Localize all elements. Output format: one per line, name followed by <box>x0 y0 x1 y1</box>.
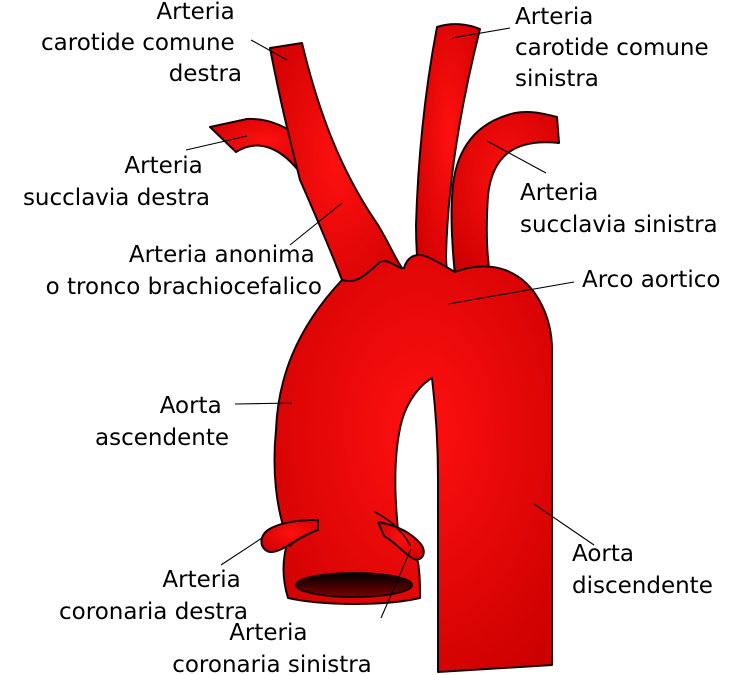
leader-lcca <box>451 27 511 39</box>
left-coronary-artery <box>377 521 425 561</box>
leader-lsa <box>486 140 547 174</box>
left-subclavian-artery <box>450 110 560 276</box>
label-right-coronary: Arteria coronaria destra <box>59 567 248 625</box>
leader-desc <box>533 503 595 546</box>
aortic-root-lumen <box>295 572 413 598</box>
leader-lca <box>380 548 412 619</box>
label-ascending-aorta: Aorta ascendente <box>95 393 229 451</box>
leader-rsa <box>185 135 248 151</box>
label-right-common-carotid: Arteria carotide comune destra <box>41 0 242 87</box>
leader-brachio <box>289 202 343 246</box>
label-left-subclavian: Arteria succlavia sinistra <box>520 180 718 238</box>
aortic-arch <box>273 254 553 673</box>
leader-rcca <box>250 39 288 61</box>
left-coronary-crease <box>374 511 411 546</box>
label-right-subclavian: Arteria succlavia destra <box>23 153 210 211</box>
leader-arch <box>447 281 575 305</box>
label-aortic-arch: Arco aortico <box>582 267 720 293</box>
leader-rca <box>220 537 263 566</box>
leader-asc <box>234 402 293 405</box>
label-brachiocephalic-trunk: Arteria anonima o tronco brachiocefalico <box>46 242 322 300</box>
label-left-coronary: Arteria coronaria sinistra <box>172 620 372 675</box>
label-descending-aorta: Aorta discendente <box>572 541 713 599</box>
right-coronary-crease <box>289 529 319 547</box>
label-left-common-carotid: Arteria carotide comune sinistra <box>515 4 716 92</box>
